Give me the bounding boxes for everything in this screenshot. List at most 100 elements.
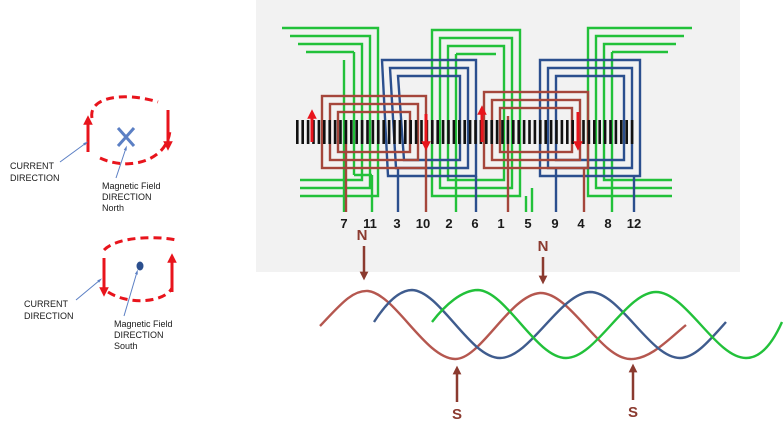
terminal-label: 3 [393,216,400,231]
stator-slot [344,120,348,144]
stator-slot [598,120,601,144]
stator-slot [506,120,510,144]
stator-slot [452,120,456,144]
stator-slot [614,120,618,144]
stator-slot [328,120,331,144]
terminal-label: 11 [363,216,377,231]
stator-slot [458,120,461,144]
green-phase-wave [431,288,784,360]
stator-slot [560,120,564,144]
terminal-label: 6 [471,216,478,231]
current-label: DIRECTION [10,173,60,183]
field-pointer-line [123,269,138,317]
stator-slot [463,120,466,144]
north-pole-label: N [357,227,368,244]
stator-slot [549,120,553,144]
stator-slot [544,120,547,144]
stator-slot [603,120,607,144]
stator-slot [582,120,585,144]
stator-slot [404,120,407,144]
stator-slot [366,120,369,144]
stator-slot [517,120,520,144]
field-pointer-line [115,145,127,179]
legend-north: CURRENT DIRECTION Magnetic Field DIRECTI… [10,95,173,213]
terminal-label: 10 [416,216,430,231]
stator-slot [620,120,623,144]
field-label: Magnetic Field [102,181,161,191]
stator-slot [587,120,591,144]
current-pointer-line [59,141,89,163]
stator-slot [447,120,450,144]
stator-slot [382,120,385,144]
terminal-label: 2 [445,216,452,231]
stator-slot [528,120,531,144]
stator-slot [474,120,477,144]
pole-markers: N N S S [357,227,638,423]
field-label: North [102,203,124,213]
current-label: CURRENT [10,161,55,171]
stator-slot [495,120,499,144]
terminal-label: 12 [627,216,641,231]
stator-slot [490,120,493,144]
stator-slot [398,120,402,144]
stator-slot [306,120,310,144]
stator-slot [522,120,526,144]
terminal-label: 9 [551,216,558,231]
stator-slot [393,120,396,144]
current-pointer-line [75,278,102,301]
stator-slot [377,120,380,144]
north-pole-label: N [538,238,549,255]
stator-slot [414,120,418,144]
stator-slot [317,120,321,144]
stator-slot [593,120,596,144]
terminal-label: 5 [524,216,531,231]
current-label: CURRENT [24,299,69,309]
terminal-numbers: 7 11 3 10 2 6 1 5 9 4 8 12 [340,216,641,231]
stator-slot [371,120,375,144]
stator-slot [625,120,628,144]
stator-core [296,120,634,144]
stator-slot [387,120,391,144]
stator-slot [533,120,537,144]
blue-phase-wave [372,288,727,360]
terminal-label: 4 [577,216,585,231]
stator-slot [350,120,353,144]
stator-slot [539,120,542,144]
south-pole-label: S [452,406,462,423]
stator-slot [512,120,515,144]
stator-slot [609,120,612,144]
stator-slot [355,120,358,144]
stator-slot [501,120,504,144]
field-label: DIRECTION [114,330,164,340]
stator-slot [441,120,445,144]
three-phase-waves [319,288,784,361]
stator-slot [296,120,299,144]
terminal-label: 1 [497,216,504,231]
stator-slot [555,120,558,144]
stator-slot [409,120,412,144]
stator-slot [630,120,634,144]
stator-winding-panel: 7 11 3 10 2 6 1 5 9 4 8 12 [256,0,740,272]
current-label: DIRECTION [24,311,74,321]
legend-south: CURRENT DIRECTION Magnetic Field DIRECTI… [24,236,177,351]
field-label: Magnetic Field [114,319,173,329]
field-into-page-cross-icon [116,127,136,147]
stator-slot [571,120,574,144]
stator-slot [339,120,342,144]
stator-slot [420,120,423,144]
stator-slot [485,120,488,144]
stator-slot [468,120,472,144]
terminal-label: 7 [340,216,347,231]
stator-slot [360,120,364,144]
terminal-label: 8 [604,216,611,231]
stator-slot [566,120,569,144]
field-out-of-page-dot-icon [136,261,144,271]
field-label: DIRECTION [102,192,152,202]
field-label: South [114,341,138,351]
stator-slot [323,120,326,144]
south-pole-label: S [628,404,638,421]
stator-slot [436,120,439,144]
red-phase-wave [319,289,687,361]
stator-slot [301,120,304,144]
